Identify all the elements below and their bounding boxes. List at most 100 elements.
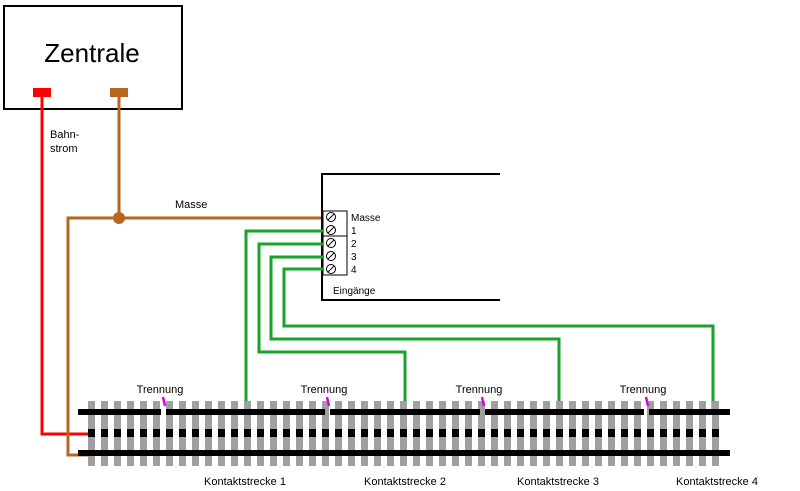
center-stud [712,429,719,437]
terminal-label: 3 [351,252,357,263]
contact-wire-4 [282,267,715,410]
module-outline [321,173,500,301]
center-stud [543,429,550,437]
contact-wire-1 [244,229,324,410]
center-stud [426,429,433,437]
section-label: Kontaktstrecke 2 [364,476,446,488]
top-rail-segment [166,409,325,415]
center-stud [309,429,316,437]
screw-slot [327,226,335,234]
center-stud [699,429,706,437]
center-stud [361,429,368,437]
track-power-wire [40,97,92,436]
separator-label: Trennung [620,384,667,396]
contact-wire-2 [257,242,407,413]
center-stud [465,429,472,437]
center-stud [348,429,355,437]
top-rail-segment [330,409,480,415]
center-stud [673,429,680,437]
center-stud [270,429,277,437]
terminal-3: 3 [326,251,357,263]
terminal-label: 1 [351,226,357,237]
top-rail-segment [78,409,161,415]
ground-junction-dot [113,212,125,224]
center-stud [400,429,407,437]
center-stud [478,429,485,437]
center-stud [127,429,134,437]
center-stud [439,429,446,437]
center-stud [517,429,524,437]
track-power-label-1: Bahn- [50,129,80,141]
separator-mark [480,396,486,407]
section-label: Kontaktstrecke 4 [676,476,758,488]
terminal-label: 4 [351,265,357,276]
center-stud [322,429,329,437]
top-rail-segment [485,409,644,415]
terminal-1: 1 [326,225,357,237]
central-title: Zentrale [44,38,139,68]
section-label: Kontaktstrecke 3 [517,476,599,488]
separator-label: Trennung [301,384,348,396]
center-stud [101,429,108,437]
top-rail-segment [649,409,730,415]
separator-label: Trennung [137,384,184,396]
center-stud [335,429,342,437]
track-power-terminal [33,88,51,97]
separator-mark [161,396,167,407]
center-stud [582,429,589,437]
center-stud [231,429,238,437]
center-stud [244,429,251,437]
center-stud [608,429,615,437]
center-stud [140,429,147,437]
terminal-label: 2 [351,239,357,250]
separator-label: Trennung [456,384,503,396]
center-stud [530,429,537,437]
center-stud [686,429,693,437]
center-stud [192,429,199,437]
center-stud [153,429,160,437]
module-caption: Eingänge [333,286,376,297]
center-stud [491,429,498,437]
screw-slot [327,252,335,260]
center-stud [257,429,264,437]
separator-mark [644,396,650,407]
ground-label: Masse [175,199,207,211]
center-stud [283,429,290,437]
center-stud [374,429,381,437]
center-stud [634,429,641,437]
center-stud [166,429,173,437]
center-stud [556,429,563,437]
track-ties [88,401,719,466]
screw-slot [327,239,335,247]
center-stud [205,429,212,437]
terminal-ground: Masse [326,212,381,224]
center-stud [595,429,602,437]
center-stud [387,429,394,437]
center-stud [88,429,95,437]
contact-wire-3 [269,255,561,410]
terminal-4: 4 [326,264,357,276]
center-stud [621,429,628,437]
center-stud [218,429,225,437]
center-stud [413,429,420,437]
track-power-label-2: strom [50,143,78,155]
center-stud [647,429,654,437]
track-rails [78,409,730,456]
separator-mark [325,396,331,407]
central-unit: Zentrale [3,5,183,110]
section-label: Kontaktstrecke 1 [204,476,286,488]
center-stud [504,429,511,437]
feedback-module: Masse 1 2 3 4 Eingänge [321,173,500,301]
center-stud [179,429,186,437]
screw-slot [327,213,335,221]
screw-slot [327,265,335,273]
bottom-rail [78,450,730,456]
center-stud [114,429,121,437]
center-stud [296,429,303,437]
center-stud [660,429,667,437]
center-stud [452,429,459,437]
terminal-label: Masse [351,213,381,224]
terminal-2: 2 [326,238,357,250]
center-stud [569,429,576,437]
